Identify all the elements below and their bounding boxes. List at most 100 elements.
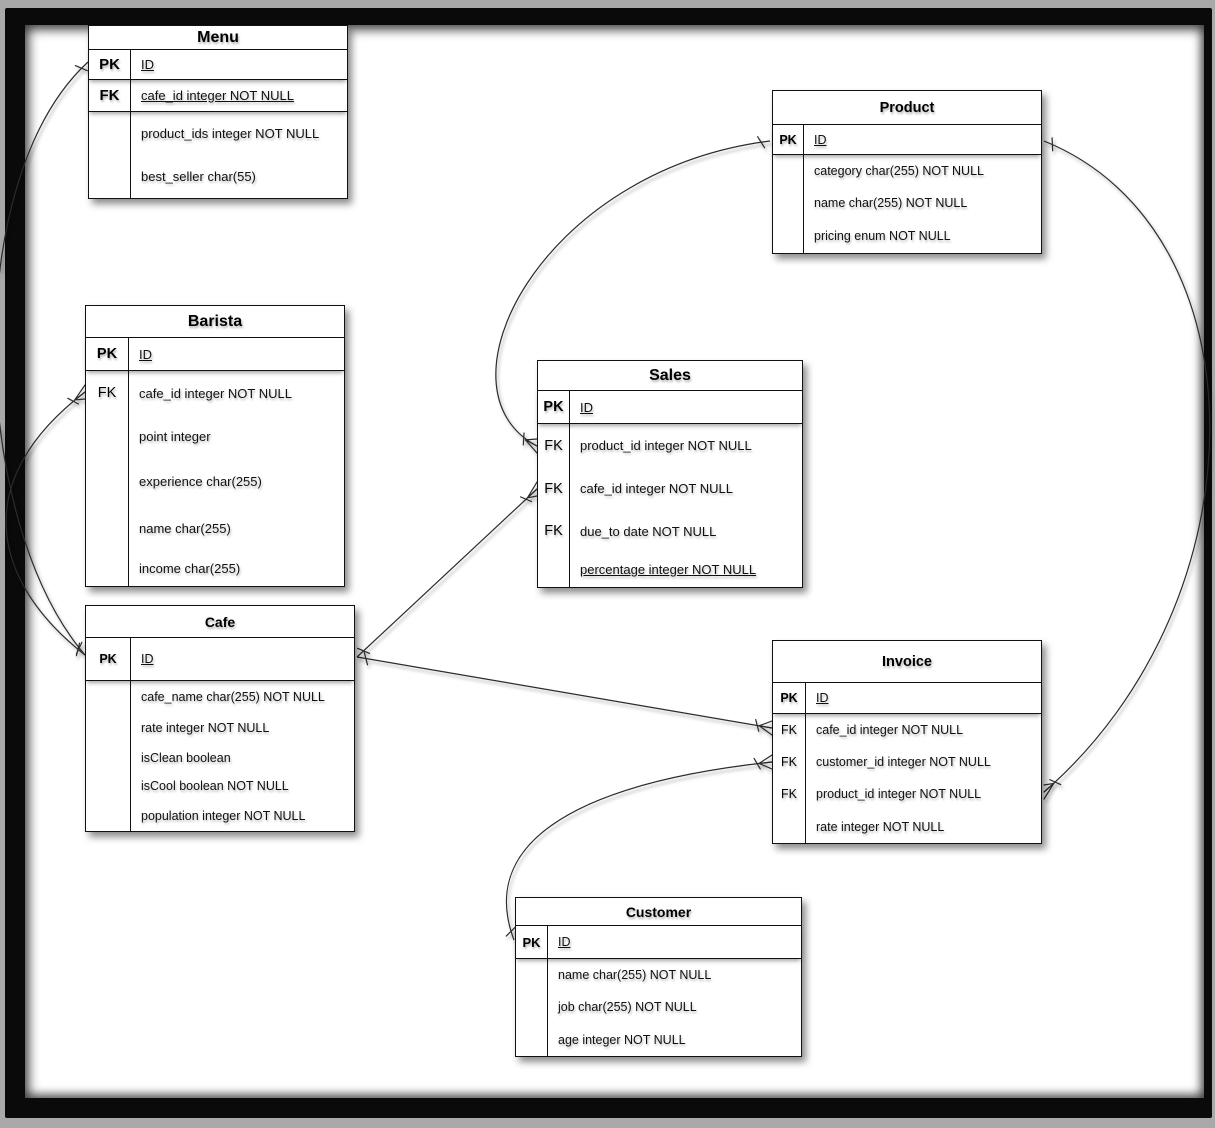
entity-title: Sales <box>538 361 802 391</box>
attribute-row: population integer NOT NULL <box>86 800 354 831</box>
key-label: PK <box>538 391 570 423</box>
key-label <box>89 112 131 154</box>
attribute-text: ID <box>558 935 571 949</box>
key-label <box>86 772 131 800</box>
attribute-row: name char(255) <box>86 505 344 551</box>
attribute-row: pricing enum NOT NULL <box>773 218 1041 253</box>
entity-title: Menu <box>89 26 347 50</box>
key-label <box>86 457 129 505</box>
attribute-text: name char(255) <box>139 520 231 536</box>
key-label: FK <box>773 778 806 810</box>
key-label <box>86 800 131 831</box>
attribute-text: product_id integer NOT NULL <box>580 438 752 453</box>
key-label: PK <box>86 638 131 680</box>
key-label: FK <box>538 424 570 467</box>
attribute-row: PK ID <box>86 638 354 681</box>
attribute-text: isCool boolean NOT NULL <box>141 779 289 793</box>
attribute-text: product_id integer NOT NULL <box>816 787 982 801</box>
attribute-text: income char(255) <box>139 561 241 576</box>
key-label: FK <box>538 467 570 510</box>
attribute-text: ID <box>816 691 829 705</box>
attribute-row: percentage integer NOT NULL <box>538 552 802 587</box>
attribute-row: FK cafe_id integer NOT NULL <box>89 80 347 112</box>
attribute-row: PK ID <box>516 926 801 959</box>
attribute-text: customer_id integer NOT NULL <box>816 754 991 769</box>
attribute-row: FK cafe_id integer NOT NULL <box>86 371 344 415</box>
attribute-text: percentage integer NOT NULL <box>580 562 757 577</box>
key-label <box>89 154 131 198</box>
key-label: FK <box>538 510 570 552</box>
attribute-text: point integer <box>139 428 211 444</box>
attribute-text: name char(255) NOT NULL <box>558 968 712 982</box>
attribute-row: isClean boolean <box>86 743 354 772</box>
attribute-text: best_seller char(55) <box>141 168 256 184</box>
attribute-row: job char(255) NOT NULL <box>516 991 801 1023</box>
attribute-text: ID <box>141 652 154 666</box>
attribute-row: name char(255) NOT NULL <box>773 187 1041 218</box>
attribute-text: cafe_id integer NOT NULL <box>816 722 964 737</box>
key-label: PK <box>86 338 129 370</box>
key-label <box>516 959 548 991</box>
attribute-text: name char(255) NOT NULL <box>814 195 968 210</box>
attribute-text: ID <box>139 346 152 362</box>
attribute-row: PK ID <box>89 50 347 80</box>
key-label <box>86 743 131 772</box>
attribute-text: job char(255) NOT NULL <box>558 1000 697 1014</box>
key-label <box>538 552 570 587</box>
key-label <box>86 551 129 586</box>
attribute-text: product_ids integer NOT NULL <box>141 125 320 141</box>
key-label <box>773 218 804 253</box>
attribute-row: point integer <box>86 415 344 457</box>
attribute-text: ID <box>814 132 827 147</box>
attribute-row: rate integer NOT NULL <box>86 712 354 743</box>
attribute-text: cafe_id integer NOT NULL <box>139 385 292 401</box>
attribute-row: PK ID <box>86 338 344 371</box>
entity-title: Cafe <box>86 606 354 638</box>
attribute-text: rate integer NOT NULL <box>816 819 945 834</box>
attribute-row: cafe_name char(255) NOT NULL <box>86 681 354 712</box>
entity-title: Customer <box>516 898 801 926</box>
attribute-row: rate integer NOT NULL <box>773 810 1041 843</box>
attribute-text: cafe_name char(255) NOT NULL <box>141 689 325 704</box>
attribute-row: best_seller char(55) <box>89 154 347 198</box>
key-label: PK <box>89 50 131 79</box>
key-label <box>773 155 804 187</box>
attribute-text: ID <box>141 57 154 72</box>
key-label: FK <box>89 80 131 111</box>
key-label: PK <box>516 926 548 958</box>
attribute-row: product_ids integer NOT NULL <box>89 112 347 154</box>
attribute-text: isClean boolean <box>141 750 231 765</box>
key-label <box>86 712 131 743</box>
entity-title: Product <box>773 91 1041 125</box>
key-label: FK <box>773 714 806 745</box>
attribute-row: FK cafe_id integer NOT NULL <box>538 467 802 510</box>
attribute-text: category char(255) NOT NULL <box>814 164 984 178</box>
attribute-row: income char(255) <box>86 551 344 586</box>
entity-title: Invoice <box>773 641 1041 683</box>
key-label: FK <box>773 745 806 778</box>
attribute-text: cafe_id integer NOT NULL <box>580 481 733 496</box>
attribute-text: age integer NOT NULL <box>558 1032 686 1047</box>
attribute-row: experience char(255) <box>86 457 344 505</box>
attribute-text: cafe_id integer NOT NULL <box>141 88 294 103</box>
key-label: FK <box>86 371 129 415</box>
attribute-row: FK product_id integer NOT NULL <box>773 778 1041 810</box>
attribute-row: age integer NOT NULL <box>516 1023 801 1056</box>
key-label <box>773 810 806 843</box>
key-label <box>86 681 131 712</box>
attribute-text: rate integer NOT NULL <box>141 720 270 735</box>
attribute-text: ID <box>580 399 593 415</box>
attribute-row: FK customer_id integer NOT NULL <box>773 745 1041 778</box>
key-label <box>516 991 548 1023</box>
attribute-row: category char(255) NOT NULL <box>773 155 1041 187</box>
